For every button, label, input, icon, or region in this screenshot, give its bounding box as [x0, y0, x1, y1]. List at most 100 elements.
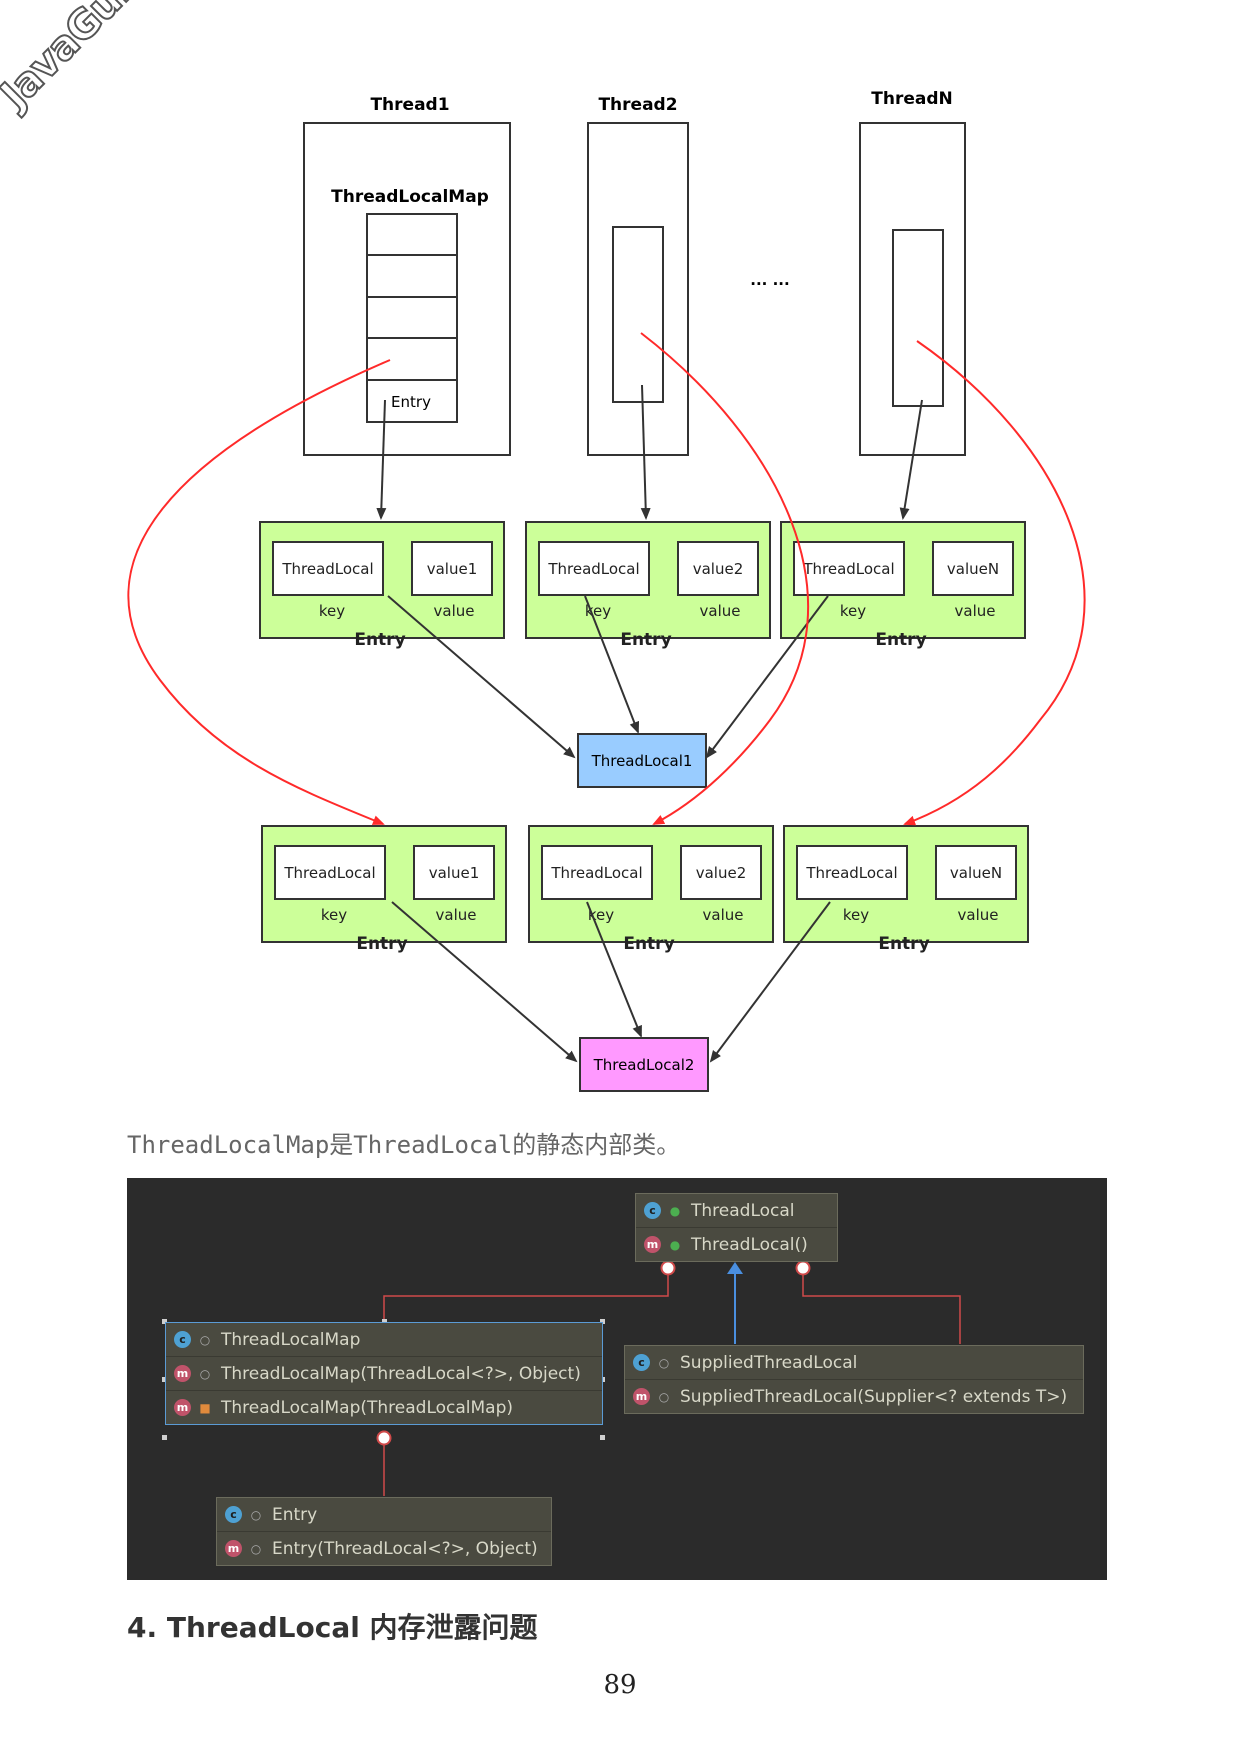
uml-class-suppliedthreadlocal[interactable]: c ○ SuppliedThreadLocal m ○ SuppliedThre…	[624, 1345, 1084, 1414]
uml-threadlocalmap-name: ThreadLocalMap	[221, 1329, 361, 1350]
thread1-box: Thread1 ThreadLocalMap Entry	[303, 95, 511, 456]
uml-threadlocal-header: c ● ThreadLocal	[636, 1194, 837, 1227]
package-icon: ○	[199, 1332, 211, 1347]
entry-key-label: key	[585, 602, 611, 620]
uml-entry-ctor-row: m ○ Entry(ThreadLocal<?>, Object)	[217, 1531, 551, 1565]
threadlocal2-box: ThreadLocal2	[579, 1037, 709, 1092]
static-inner-class-caption: ThreadLocalMap是ThreadLocal的静态内部类。	[127, 1125, 680, 1160]
entry-caption: Entry	[878, 934, 929, 954]
threadlocalmap-label: ThreadLocalMap	[331, 187, 489, 207]
entry-value-label: value	[434, 602, 475, 620]
entry-key-text: ThreadLocal	[547, 560, 639, 578]
entry-value-label: value	[955, 602, 996, 620]
caption-text-is: 是	[329, 1131, 354, 1159]
lock-icon: ■	[199, 1400, 211, 1415]
uml-class-threadlocal[interactable]: c ● ThreadLocal m ● ThreadLocal()	[635, 1193, 838, 1262]
threadn-label: ThreadN	[871, 89, 952, 109]
entry-caption: Entry	[356, 934, 407, 954]
entry-value-text: value1	[427, 560, 478, 578]
uml-class-entry[interactable]: c ○ Entry m ○ Entry(ThreadLocal<?>, Obje…	[216, 1497, 552, 1566]
method-icon: m	[174, 1365, 191, 1382]
entry-caption: Entry	[354, 630, 405, 650]
uml-threadlocalmap-ctor1-row: m ○ ThreadLocalMap(ThreadLocal<?>, Objec…	[166, 1356, 602, 1390]
uml-supplied-header: c ○ SuppliedThreadLocal	[625, 1346, 1083, 1379]
method-icon: m	[174, 1399, 191, 1416]
entry-value-box	[680, 845, 762, 900]
uml-threadlocalmap-header: c ○ ThreadLocalMap	[166, 1323, 602, 1356]
entry-caption: Entry	[620, 630, 671, 650]
entry-slot-label: Entry	[391, 393, 431, 411]
entry-key-label: key	[840, 602, 866, 620]
entry-caption: Entry	[875, 630, 926, 650]
entry-key-box	[793, 541, 905, 596]
uml-threadlocal-ctor-row: m ● ThreadLocal()	[636, 1227, 837, 1261]
class-icon: c	[174, 1331, 191, 1348]
entry-value-label: value	[703, 906, 744, 924]
threadlocal2-label: ThreadLocal2	[593, 1056, 695, 1074]
package-icon: ○	[250, 1541, 262, 1556]
entry-value-box	[413, 845, 495, 900]
entry-value-text: value1	[429, 864, 480, 882]
threadlocal-diagram: Thread1 ThreadLocalMap Entry Thread2 ...…	[127, 89, 1086, 1092]
entry-key-text: ThreadLocal	[281, 560, 373, 578]
entry-value-label: value	[436, 906, 477, 924]
public-icon: ●	[669, 1237, 681, 1252]
page-number: 89	[603, 1670, 637, 1700]
package-icon: ○	[658, 1355, 670, 1370]
uml-entry-header: c ○ Entry	[217, 1498, 551, 1531]
entry-value-box	[411, 541, 493, 596]
entry-value-text: valueN	[947, 560, 999, 578]
uml-threadlocalmap-ctor2-row: m ■ ThreadLocalMap(ThreadLocalMap)	[166, 1390, 602, 1424]
entry-key-box	[541, 845, 653, 900]
uml-supplied-ctor-row: m ○ SuppliedThreadLocal(Supplier<? exten…	[625, 1379, 1083, 1413]
uml-class-diagram: c ● ThreadLocal m ● ThreadLocal() c ○ Th…	[127, 1178, 1107, 1580]
thread1-label: Thread1	[370, 95, 449, 115]
uml-threadlocal-ctor: ThreadLocal()	[691, 1234, 808, 1255]
method-icon: m	[644, 1236, 661, 1253]
thread2-label: Thread2	[598, 95, 677, 115]
uml-threadlocalmap-ctor2: ThreadLocalMap(ThreadLocalMap)	[221, 1397, 514, 1418]
second-map-arrows	[127, 332, 1086, 826]
uml-entry-ctor: Entry(ThreadLocal<?>, Object)	[272, 1538, 538, 1559]
class-icon: c	[633, 1354, 650, 1371]
class-icon: c	[644, 1202, 661, 1219]
entry-key-box	[274, 845, 386, 900]
public-icon: ●	[669, 1203, 681, 1218]
uml-connectors	[162, 1260, 961, 1496]
uml-supplied-name: SuppliedThreadLocal	[680, 1352, 858, 1373]
uml-entry-name: Entry	[272, 1504, 318, 1525]
entry-value-text: valueN	[950, 864, 1002, 882]
threadn-box: ThreadN	[859, 89, 966, 456]
uml-class-threadlocalmap[interactable]: c ○ ThreadLocalMap m ○ ThreadLocalMap(Th…	[165, 1322, 603, 1425]
method-icon: m	[225, 1540, 242, 1557]
entry-key-box	[538, 541, 650, 596]
entry-value-text: value2	[693, 560, 744, 578]
entry-key-box	[796, 845, 908, 900]
entry-value-box	[935, 845, 1017, 900]
entry-key-label: key	[321, 906, 347, 924]
package-icon: ○	[658, 1389, 670, 1404]
caption-code-threadlocal: ThreadLocal	[353, 1131, 513, 1159]
entry-value-box	[677, 541, 759, 596]
threadlocal1-box: ThreadLocal1	[577, 733, 707, 788]
entry-value-label: value	[700, 602, 741, 620]
package-icon: ○	[250, 1507, 262, 1522]
entry-value-label: value	[958, 906, 999, 924]
threadlocalmap-table	[366, 213, 458, 423]
package-icon: ○	[199, 1366, 211, 1381]
uml-supplied-ctor: SuppliedThreadLocal(Supplier<? extends T…	[680, 1386, 1068, 1407]
entry-value-box	[932, 541, 1014, 596]
uml-threadlocalmap-ctor1: ThreadLocalMap(ThreadLocal<?>, Object)	[221, 1363, 581, 1384]
class-icon: c	[225, 1506, 242, 1523]
section-heading: 4. ThreadLocal 内存泄露问题	[127, 1611, 538, 1644]
entry-key-text: ThreadLocal	[550, 864, 642, 882]
caption-text-rest: 的静态内部类。	[512, 1131, 681, 1159]
threadlocal1-label: ThreadLocal1	[591, 752, 693, 770]
